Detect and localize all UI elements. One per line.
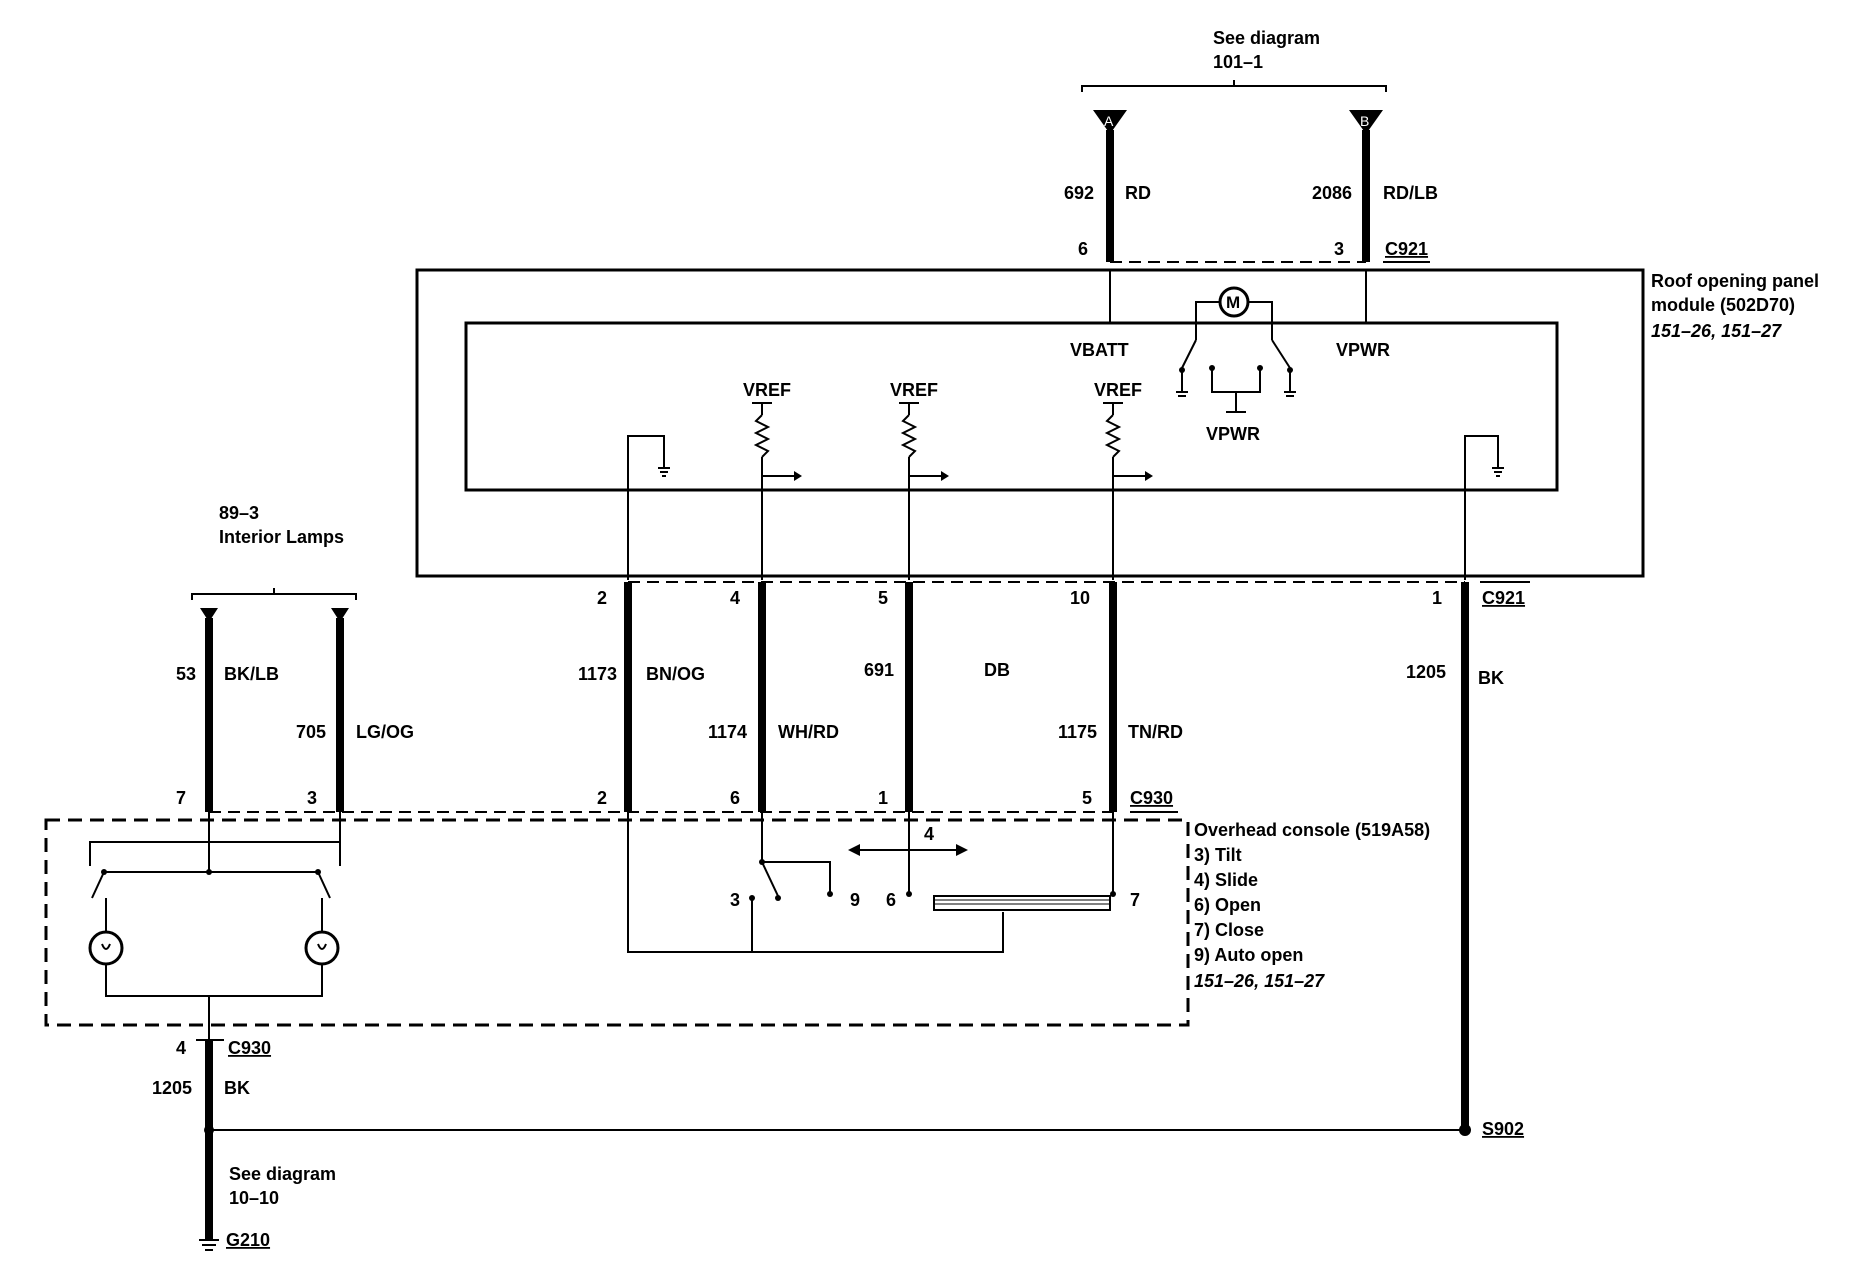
c921-top-label: C921 [1385, 239, 1428, 259]
top-ref-line1: See diagram [1213, 28, 1320, 48]
wire-1173-circuit: 1173 [578, 664, 617, 684]
slide-switch-bar [933, 895, 1111, 911]
terminal-b [1349, 110, 1383, 134]
c930-bottom-label: C930 [228, 1038, 271, 1058]
wire-692-circuit: 692 [1064, 183, 1094, 203]
console-refs: 151–26, 151–27 [1194, 971, 1325, 991]
console-item-close: 7) Close [1194, 920, 1264, 940]
wire-1175-circuit: 1175 [1058, 722, 1097, 742]
c930-pin-5: 5 [1082, 788, 1092, 808]
wire-1174-circuit: 1174 [708, 722, 747, 742]
c930-pin-2: 2 [597, 788, 607, 808]
switch-pin-6: 6 [886, 890, 896, 910]
gnd-stub-1173 [627, 435, 665, 580]
console-title: Overhead console (519A58) [1194, 820, 1430, 840]
module-refs: 151–26, 151–27 [1651, 321, 1782, 341]
c921-bottom-label: C921 [1482, 588, 1525, 608]
c921-pin-1: 1 [1432, 588, 1442, 608]
terminal-b-label: B [1360, 113, 1369, 129]
interior-ref-line1: 89–3 [219, 503, 259, 523]
c921-pin-3: 3 [1334, 239, 1344, 259]
vbatt-label: VBATT [1070, 340, 1129, 360]
bottom-ref-line2: 10–10 [229, 1188, 279, 1208]
terminal-a [1093, 110, 1127, 134]
c930-top-label: C930 [1130, 788, 1173, 808]
switch-pin-7: 7 [1130, 890, 1140, 910]
c930-pin-4: 4 [176, 1038, 186, 1058]
vref-label: VREF [743, 380, 791, 400]
vpwr-label: VPWR [1336, 340, 1390, 360]
console-item-slide: 4) Slide [1194, 870, 1258, 890]
roof-module-box [415, 268, 1645, 578]
c930-pin-7: 7 [176, 788, 186, 808]
c921-pin-2: 2 [597, 588, 607, 608]
wire-1175-color: TN/RD [1128, 722, 1183, 742]
c921-pin-5: 5 [878, 588, 888, 608]
g210-label: G210 [226, 1230, 270, 1250]
vref-pullup-1175: VREF [1094, 380, 1153, 580]
bottom-ref-line1: See diagram [229, 1164, 336, 1184]
vref-label: VREF [890, 380, 938, 400]
c921-pin-6: 6 [1078, 239, 1088, 259]
vref-pullup-691: VREF [890, 380, 949, 580]
wire-1173-color: BN/OG [646, 664, 705, 684]
wire-2086-color: RD/LB [1383, 183, 1438, 203]
overhead-console-box [44, 818, 1190, 1027]
motor-label: M [1226, 293, 1240, 312]
switch-pin-4: 4 [924, 824, 934, 844]
console-item-tilt: 3) Tilt [1194, 845, 1242, 865]
c930-pin-3: 3 [307, 788, 317, 808]
interior-bracket [191, 593, 357, 600]
switch-common [627, 812, 1004, 953]
s902-label: S902 [1482, 1119, 1524, 1139]
wire-705-color: LG/OG [356, 722, 414, 742]
top-bracket [1081, 85, 1387, 92]
c921-pin-4: 4 [730, 588, 740, 608]
wire-1205-right-circuit: 1205 [1406, 662, 1446, 682]
switch-pin-9: 9 [850, 890, 860, 910]
interior-ref-line2: Interior Lamps [219, 527, 344, 547]
roof-module-inner [464, 321, 1559, 492]
c921-pin-10: 10 [1070, 588, 1090, 608]
splice-s902 [1459, 1124, 1471, 1136]
module-title-2: module (502D70) [1651, 295, 1795, 315]
wire-692-color: RD [1125, 183, 1151, 203]
terminal-a-label: A [1104, 113, 1114, 129]
wire-53-color: BK/LB [224, 664, 279, 684]
module-title-1: Roof opening panel [1651, 271, 1819, 291]
console-item-open: 6) Open [1194, 895, 1261, 915]
vref-label: VREF [1094, 380, 1142, 400]
wire-53-circuit: 53 [176, 664, 196, 684]
wire-705-circuit: 705 [296, 722, 326, 742]
wire-1174-color: WH/RD [778, 722, 839, 742]
wire-691-color: DB [984, 660, 1010, 680]
wire-1205-right-color: BK [1478, 668, 1504, 688]
wire-1205-left-circuit: 1205 [152, 1078, 192, 1098]
switch-pin-3: 3 [730, 890, 740, 910]
wire-2086-circuit: 2086 [1312, 183, 1352, 203]
wire-691-circuit: 691 [864, 660, 894, 680]
console-item-auto-open: 9) Auto open [1194, 945, 1303, 965]
vpwr2-label: VPWR [1206, 424, 1260, 444]
top-ref-line2: 101–1 [1213, 52, 1263, 72]
wire-1205-left-color: BK [224, 1078, 250, 1098]
gnd-stub-1205 [1464, 435, 1499, 580]
c930-pin-6: 6 [730, 788, 740, 808]
c930-pin-1: 1 [878, 788, 888, 808]
vref-pullup-1174: VREF [743, 380, 802, 580]
